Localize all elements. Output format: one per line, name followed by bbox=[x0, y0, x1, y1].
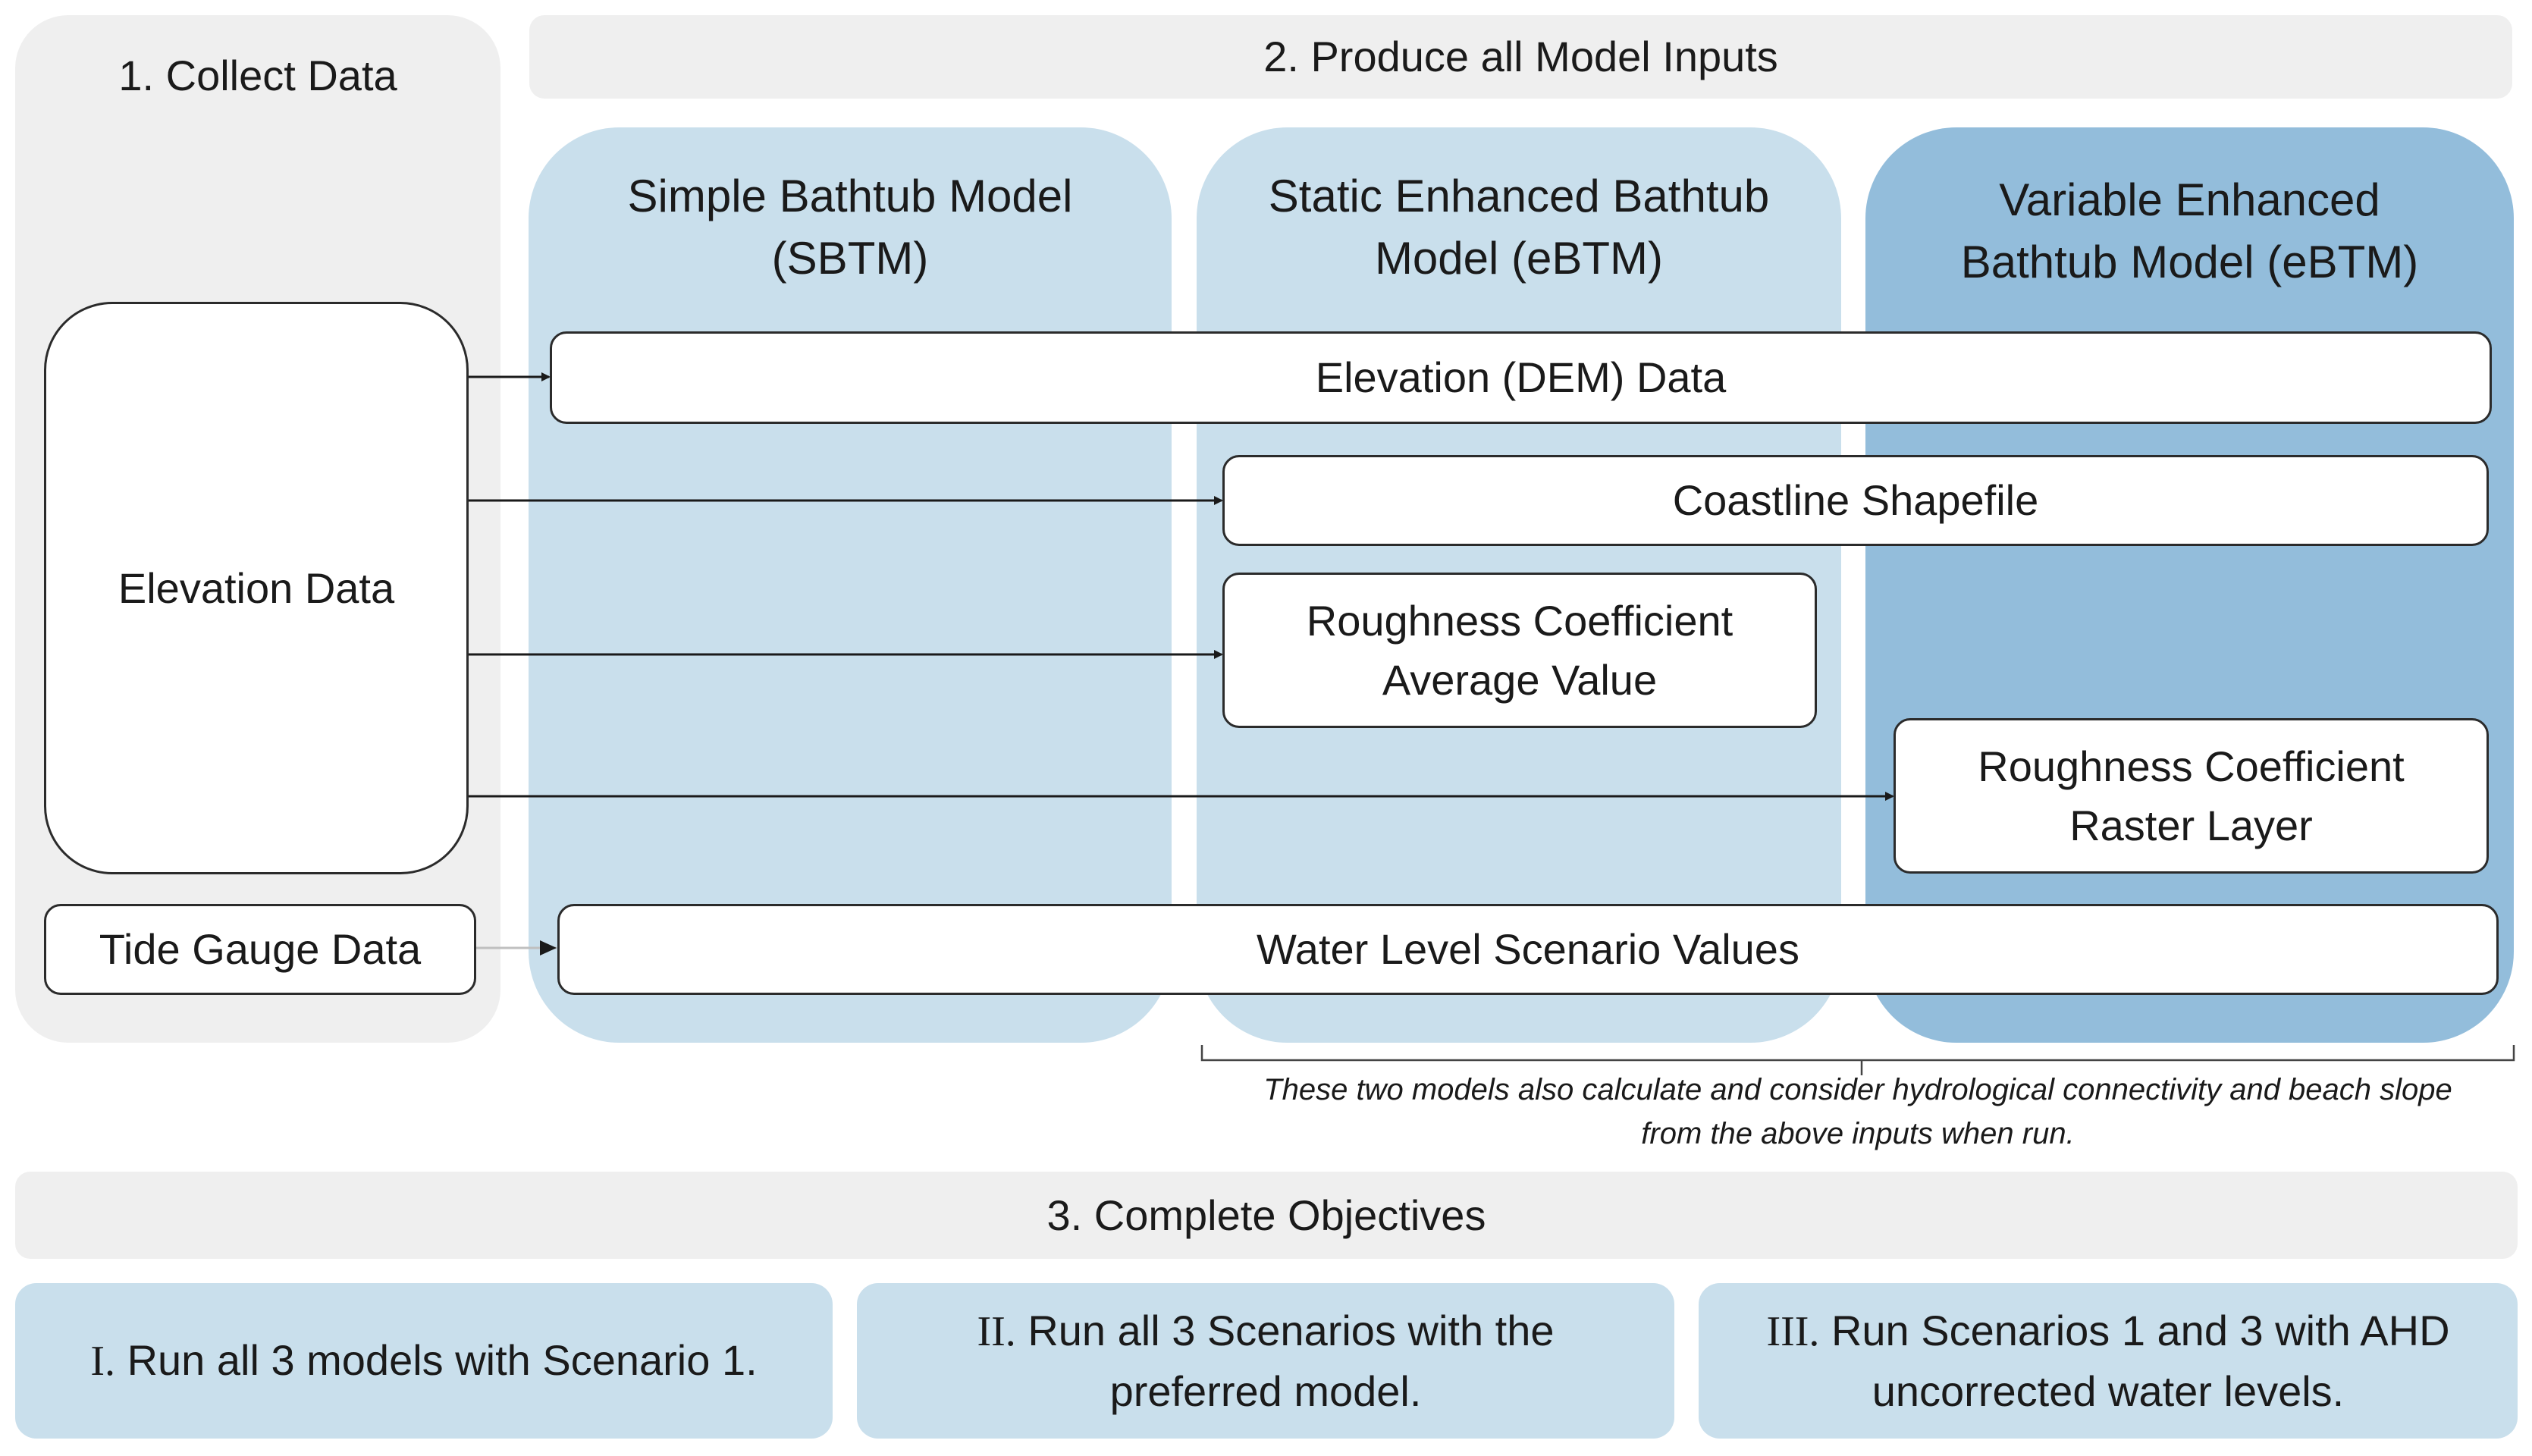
objective-3-numeral: III. bbox=[1766, 1308, 1820, 1356]
model-title-static-ebtm-line2: Model (eBTM) bbox=[1374, 233, 1664, 284]
complete-objectives-header: 3. Complete Objectives bbox=[15, 1172, 2518, 1259]
arrow-tide-to-water-level-head bbox=[540, 940, 557, 956]
model-title-variable-ebtm: Variable Enhanced Bathtub Model (eBTM) bbox=[1865, 167, 2514, 296]
coastline-input-box: Coastline Shapefile bbox=[1222, 455, 2489, 546]
model-title-sbtm: Simple Bathtub Model (SBTM) bbox=[529, 163, 1172, 292]
objective-1-text: Run all 3 models with Scenario 1. bbox=[127, 1335, 758, 1384]
model-title-sbtm-line1: Simple Bathtub Model bbox=[627, 171, 1073, 222]
model-column-sbtm bbox=[529, 127, 1172, 1043]
objective-2-text: Run all 3 Scenarios with the bbox=[1028, 1307, 1555, 1355]
roughness-average-line2: Average Value bbox=[1382, 655, 1658, 704]
model-column-variable-ebtm bbox=[1865, 127, 2514, 1043]
objective-1-line1: I. Run all 3 models with Scenario 1. bbox=[90, 1331, 757, 1391]
objective-2: II. Run all 3 Scenarios with the preferr… bbox=[857, 1283, 1674, 1439]
water-level-input-box: Water Level Scenario Values bbox=[557, 904, 2499, 995]
objective-3-line2: uncorrected water levels. bbox=[1872, 1367, 2345, 1415]
produce-inputs-header: 2. Produce all Model Inputs bbox=[529, 15, 2512, 99]
dem-input-box: Elevation (DEM) Data bbox=[550, 331, 2492, 424]
objective-2-line1: II. Run all 3 Scenarios with the bbox=[977, 1301, 1554, 1361]
models-note: These two models also calculate and cons… bbox=[1183, 1068, 2532, 1156]
roughness-raster-line2: Raster Layer bbox=[2069, 801, 2313, 849]
models-note-line1: These two models also calculate and cons… bbox=[1263, 1073, 2452, 1106]
objective-3-line1: III. Run Scenarios 1 and 3 with AHD bbox=[1766, 1301, 2449, 1361]
objective-3: III. Run Scenarios 1 and 3 with AHD unco… bbox=[1699, 1283, 2518, 1439]
objective-3-text: Run Scenarios 1 and 3 with AHD bbox=[1831, 1307, 2450, 1355]
collect-data-title: 1. Collect Data bbox=[118, 52, 397, 100]
model-title-variable-ebtm-line1: Variable Enhanced bbox=[1999, 174, 2380, 226]
model-title-static-ebtm-line1: Static Enhanced Bathtub bbox=[1268, 171, 1770, 222]
tide-gauge-data-source: Tide Gauge Data bbox=[44, 904, 476, 995]
roughness-raster-box: Roughness Coefficient Raster Layer bbox=[1894, 718, 2489, 874]
objective-2-line2: preferred model. bbox=[1109, 1367, 1422, 1415]
objective-2-numeral: II. bbox=[977, 1308, 1016, 1356]
models-bracket bbox=[1200, 1045, 2515, 1075]
models-note-line2: from the above inputs when run. bbox=[1641, 1117, 2075, 1150]
roughness-average-line1: Roughness Coefficient bbox=[1306, 597, 1733, 645]
model-title-static-ebtm: Static Enhanced Bathtub Model (eBTM) bbox=[1197, 163, 1841, 292]
roughness-average-box: Roughness Coefficient Average Value bbox=[1222, 573, 1817, 728]
roughness-raster-line1: Roughness Coefficient bbox=[1978, 742, 2405, 791]
elevation-data-source: Elevation Data bbox=[44, 302, 469, 874]
model-title-variable-ebtm-line2: Bathtub Model (eBTM) bbox=[1960, 237, 2419, 287]
objective-1-numeral: I. bbox=[90, 1337, 115, 1385]
model-title-sbtm-line2: (SBTM) bbox=[771, 233, 929, 284]
objective-1: I. Run all 3 models with Scenario 1. bbox=[15, 1283, 833, 1439]
